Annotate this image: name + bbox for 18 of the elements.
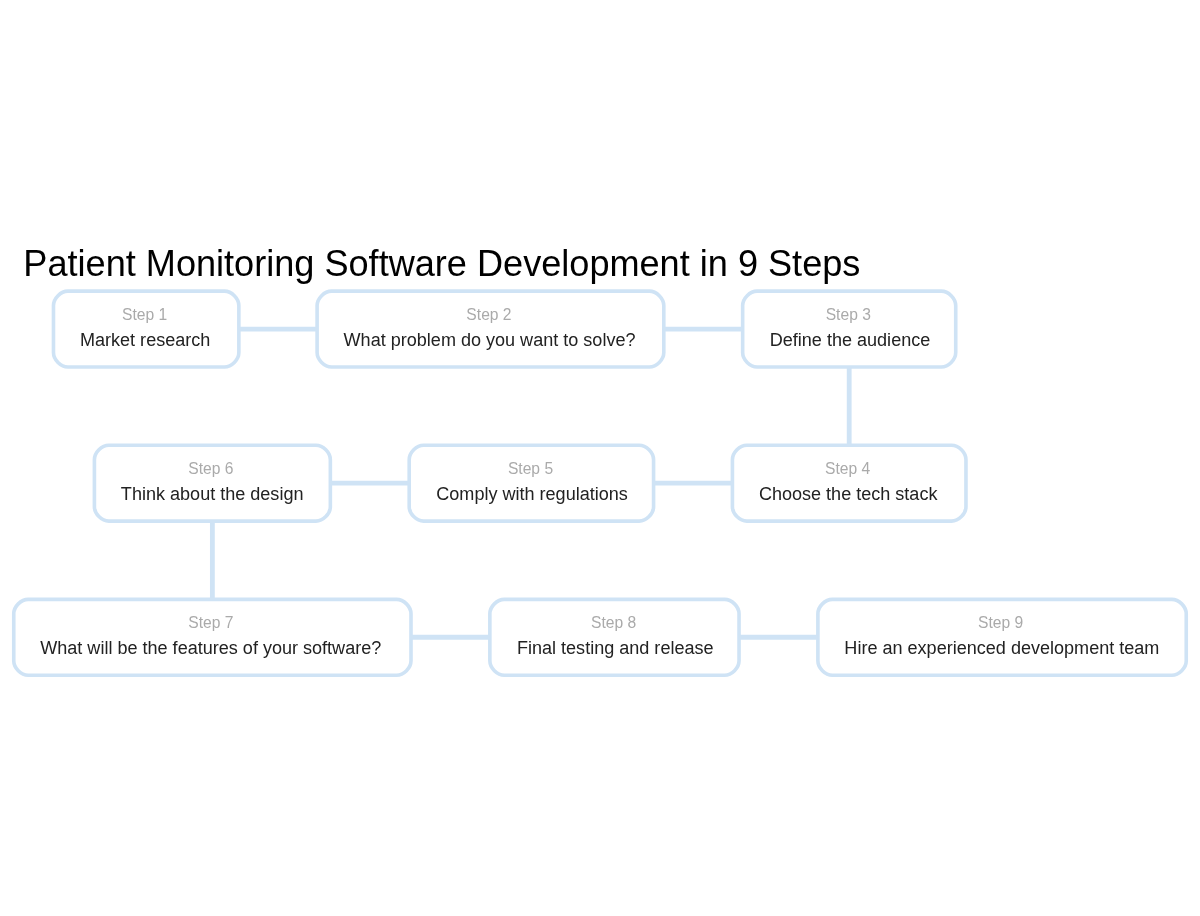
connector: [330, 480, 409, 486]
connector: [653, 480, 733, 486]
connector: [663, 326, 743, 331]
node-box: Step 5 Comply with regulations: [407, 442, 656, 523]
node-box: Step 8 Final testing and release: [488, 597, 741, 677]
diagram-title: Patient Monitoring Software Development in 9 Steps: [23, 242, 861, 284]
node-box: Step 1 Market research: [51, 288, 241, 369]
node-box: Step 2 What problem do you want to solve?: [315, 288, 666, 369]
connector: [238, 326, 318, 331]
node-box: Step 3 Define the audience: [740, 288, 958, 369]
node-box: Step 4 Choose the tech stack: [730, 442, 968, 523]
connector: [411, 634, 490, 640]
connector: [209, 520, 215, 599]
node-box: Step 6 Think about the design: [92, 442, 333, 523]
node-box: Step 7 What will be the features of your software?: [11, 597, 413, 677]
connector: [846, 366, 852, 445]
connector: [739, 634, 818, 640]
node-box: Step 9 Hire an experienced development team: [816, 597, 1189, 677]
